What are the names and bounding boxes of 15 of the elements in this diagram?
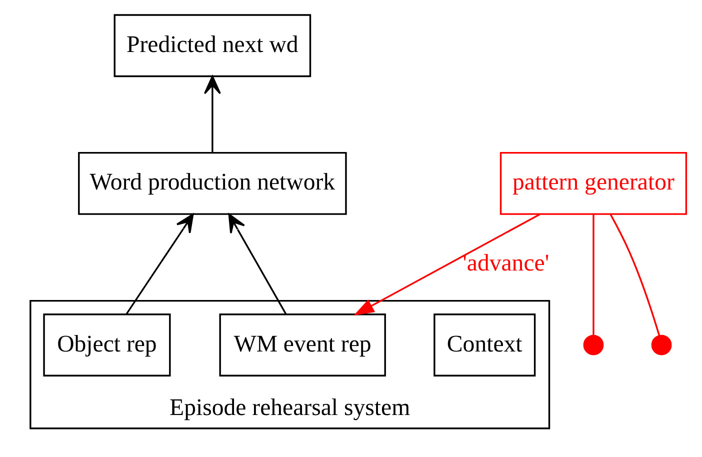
node-box: Predicted next wd [113, 14, 311, 78]
arrow [203, 76, 220, 153]
node-circle [582, 334, 604, 356]
connector [609, 214, 660, 336]
edge-label: 'advance' [462, 250, 549, 277]
arrow [125, 214, 194, 315]
node-box: WM event rep [218, 314, 386, 376]
arrow [353, 213, 540, 316]
connector [592, 214, 594, 336]
node-box: Word production network [78, 152, 346, 215]
arrow [228, 214, 286, 315]
node-circle [650, 334, 672, 356]
node-box: Context [433, 314, 536, 376]
node-box: Object rep [42, 314, 170, 376]
node-box: pattern generator [499, 152, 687, 215]
